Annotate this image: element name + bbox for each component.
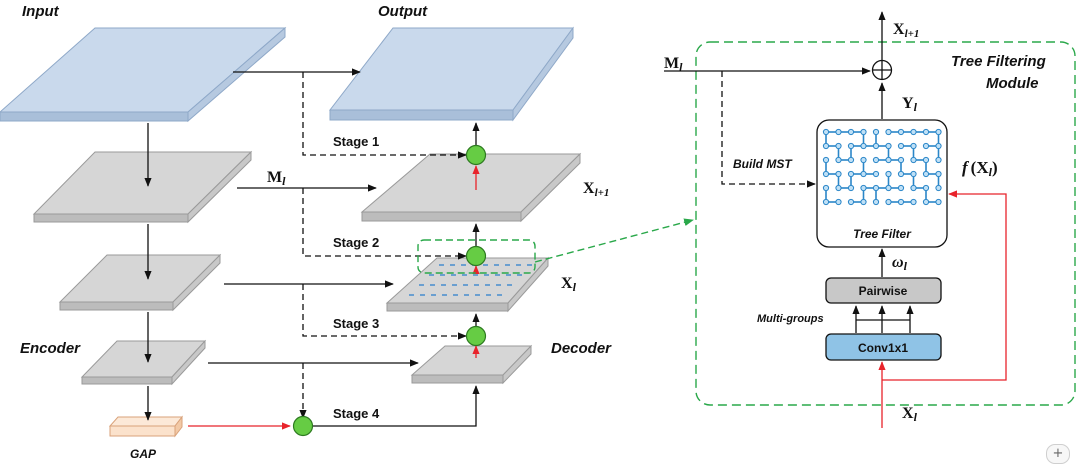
node-stage1	[465, 144, 487, 166]
m-label: Ml	[267, 169, 286, 188]
skip-arrows	[208, 68, 419, 367]
decoder-slab-3	[410, 344, 533, 385]
red-arrows	[188, 165, 480, 430]
fusion-nodes	[292, 144, 487, 437]
node-stage3	[465, 325, 487, 347]
encoder-label: Encoder	[20, 340, 81, 357]
zoom-box	[417, 239, 536, 274]
encoder-slab-1	[32, 150, 253, 224]
f-label: f(Xl)	[962, 158, 998, 179]
decoder-slab-2	[385, 256, 550, 313]
tree-filtering-module-frame	[695, 41, 1076, 406]
y-label: Yl	[902, 95, 918, 114]
pairwise-box	[825, 277, 942, 304]
decoder-up-arrows	[313, 122, 480, 427]
stage2-label: Stage 2	[333, 235, 379, 250]
encoder-input-slab	[0, 26, 287, 123]
gap-box	[108, 415, 184, 438]
decoder-slab-1	[360, 152, 582, 223]
encoder-slab-3	[80, 339, 207, 386]
node-stage4	[292, 415, 314, 437]
omega-label: ωl	[892, 254, 908, 273]
conv1x1-label: Conv1x1	[858, 341, 908, 355]
input-label: Input	[22, 3, 60, 20]
multi-group-arrows	[852, 305, 914, 333]
tree-filter-label: Tree Filter	[853, 227, 912, 241]
build-mst-arrow	[721, 71, 816, 188]
module-title-line2: Module	[986, 75, 1039, 92]
x-next-label: Xl+1	[583, 180, 609, 199]
module-title-line1: Tree Filtering	[951, 53, 1046, 70]
gap-label: GAP	[130, 447, 157, 461]
tree-graph-icon	[822, 128, 942, 206]
stage1-label: Stage 1	[333, 134, 379, 149]
stage4-label: Stage 4	[333, 406, 380, 421]
module-x-next-label: Xl+1	[893, 21, 919, 40]
module-x-input-label: Xl	[902, 405, 918, 424]
decoder-label: Decoder	[551, 340, 612, 357]
stage3-label: Stage 3	[333, 316, 379, 331]
output-slab	[328, 26, 574, 122]
add-button[interactable]: +	[1046, 444, 1070, 464]
multi-groups-label: Multi-groups	[757, 313, 824, 325]
tree-filter-box	[816, 119, 948, 248]
sum-icon	[871, 59, 893, 81]
build-mst-label: Build MST	[733, 157, 793, 171]
module-m-label: Ml	[664, 55, 683, 74]
conv1x1-box	[825, 333, 942, 361]
output-label: Output	[378, 3, 428, 20]
guidance-dashed-arrows	[299, 72, 467, 419]
feature-red-path	[882, 190, 1007, 381]
node-stage2	[465, 245, 487, 267]
x-label: Xl	[561, 275, 577, 294]
zoom-connector	[534, 218, 694, 263]
pairwise-label: Pairwise	[859, 284, 908, 298]
encoder-slab-2	[58, 253, 222, 312]
